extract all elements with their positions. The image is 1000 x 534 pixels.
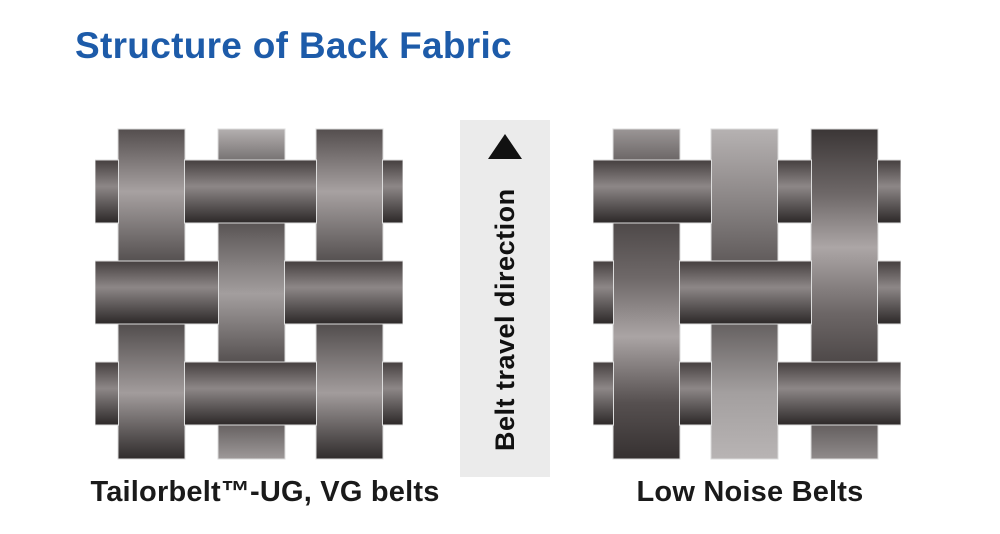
caption-low-noise: Low Noise Belts xyxy=(636,476,864,508)
weave-diagram-tailorbelt xyxy=(94,128,404,460)
belt-travel-direction-label: Belt travel direction xyxy=(489,188,520,452)
page-title: Structure of Back Fabric xyxy=(75,25,512,66)
up-arrow-icon xyxy=(488,134,522,159)
caption-tailorbelt: Tailorbelt™-UG, VG belts xyxy=(90,476,440,508)
weave-diagram-low-noise xyxy=(592,128,902,460)
belt-travel-direction-band: Belt travel direction xyxy=(460,120,550,477)
